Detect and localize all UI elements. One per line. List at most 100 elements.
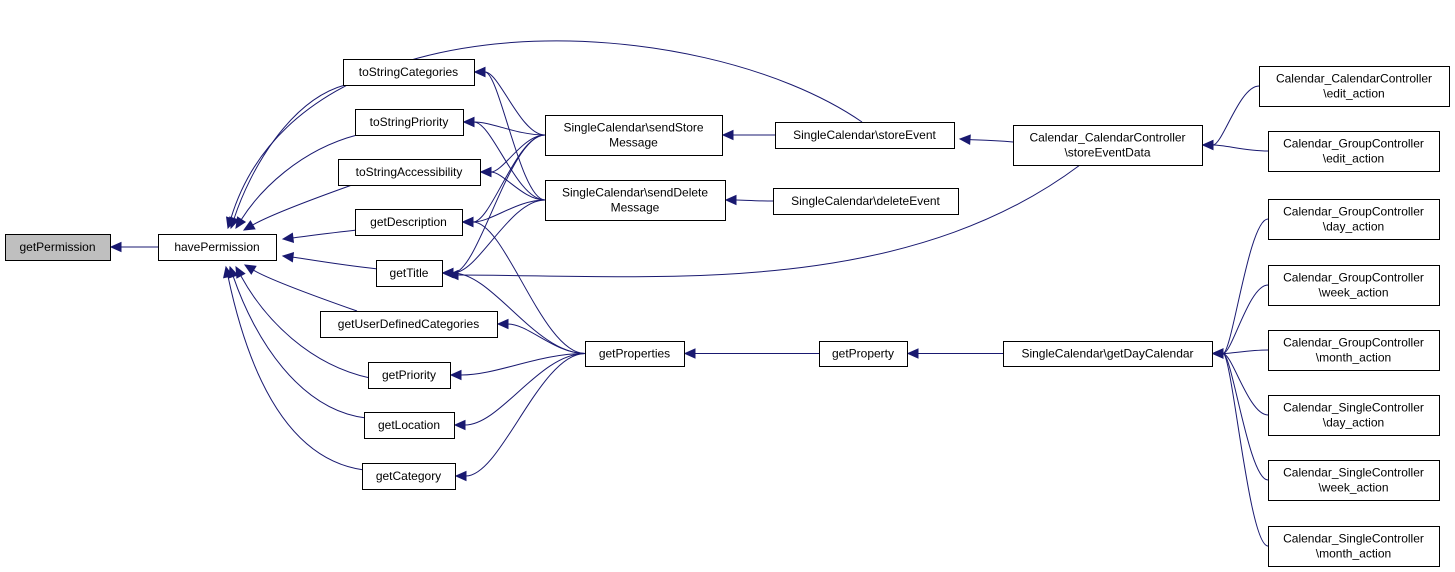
arrowhead-icon xyxy=(724,194,737,206)
node-label: SingleCalendar\storeEvent xyxy=(793,128,936,142)
edge-sendStoreMessage-to-toStringPriority xyxy=(462,116,546,136)
node-box xyxy=(364,412,455,439)
edge-getProperties-to-getCategory xyxy=(454,353,586,482)
arrowhead-icon xyxy=(281,232,295,244)
node-label: toStringPriority xyxy=(370,115,449,129)
node-label: \week_action xyxy=(1318,286,1388,300)
node-getCategory[interactable]: getCategory xyxy=(362,463,456,490)
arrowhead-icon xyxy=(721,129,734,141)
edge-line xyxy=(1212,85,1260,146)
node-label: \day_action xyxy=(1323,220,1384,234)
node-getUserDefinedCategories[interactable]: getUserDefinedCategories xyxy=(320,311,498,338)
node-getTitle[interactable]: getTitle xyxy=(376,260,443,287)
edge-line xyxy=(452,199,546,274)
node-box xyxy=(1003,341,1213,367)
node-box xyxy=(775,122,955,149)
edge-line xyxy=(232,276,367,419)
arrowhead-icon xyxy=(223,265,234,279)
node-groupDayAction[interactable]: Calendar_GroupController\day_action xyxy=(1268,199,1440,240)
edge-sendDeleteMessage-to-toStringCategories xyxy=(473,66,546,201)
node-deleteEvent[interactable]: SingleCalendar\deleteEvent xyxy=(773,188,959,215)
edge-getCategory-to-havePermission xyxy=(223,265,365,471)
node-getPriority[interactable]: getPriority xyxy=(368,362,451,389)
node-label: SingleCalendar\sendDelete xyxy=(562,186,708,200)
arrowhead-icon xyxy=(235,216,247,230)
arrowhead-icon xyxy=(496,318,509,330)
node-label: SingleCalendar\getDayCalendar xyxy=(1021,347,1193,361)
edge-toStringPriority-to-havePermission xyxy=(235,134,358,230)
node-havePermission[interactable]: havePermission xyxy=(158,234,277,261)
node-toStringCategories[interactable]: toStringCategories xyxy=(343,59,475,86)
edge-singleWeekAction-to-getDayCalendar xyxy=(1211,348,1269,481)
node-storeEventData[interactable]: Calendar_CalendarController\storeEventDa… xyxy=(1013,125,1203,166)
node-label: getPriority xyxy=(382,368,436,382)
node-calEditAction[interactable]: Calendar_CalendarController\edit_action xyxy=(1259,66,1450,107)
node-box xyxy=(343,59,475,86)
edge-line xyxy=(465,353,586,477)
node-getDayCalendar[interactable]: SingleCalendar\getDayCalendar xyxy=(1003,341,1213,367)
edge-getDescription-to-havePermission xyxy=(281,229,358,244)
edge-line xyxy=(1222,353,1269,481)
edge-line xyxy=(233,84,346,219)
node-getPermission[interactable]: getPermission xyxy=(5,234,111,261)
arrowhead-icon xyxy=(235,265,246,279)
node-groupWeekAction[interactable]: Calendar_GroupController\week_action xyxy=(1268,265,1440,306)
node-box xyxy=(355,209,463,236)
arrowhead-icon xyxy=(906,348,919,359)
node-toStringPriority[interactable]: toStringPriority xyxy=(355,109,464,136)
node-label: Calendar_CalendarController xyxy=(1029,131,1185,145)
node-getProperty[interactable]: getProperty xyxy=(819,341,908,367)
arrowhead-icon xyxy=(243,264,257,275)
node-storeEvent[interactable]: SingleCalendar\storeEvent xyxy=(775,122,955,149)
arrowhead-icon xyxy=(473,66,486,78)
node-getProperties[interactable]: getProperties xyxy=(585,341,685,367)
node-box xyxy=(1259,66,1450,107)
node-label: \month_action xyxy=(1316,351,1391,365)
edge-storeEventData-to-storeEvent xyxy=(958,134,1014,145)
arrowhead-icon xyxy=(281,251,295,263)
arrowhead-icon xyxy=(225,216,237,230)
node-label: Calendar_SingleController xyxy=(1283,466,1424,480)
arrowhead-icon xyxy=(1201,139,1214,151)
node-singleWeekAction[interactable]: Calendar_SingleController\week_action xyxy=(1268,460,1440,501)
node-box xyxy=(1268,330,1440,371)
edge-groupWeekAction-to-getDayCalendar xyxy=(1211,284,1269,359)
node-singleDayAction[interactable]: Calendar_SingleController\day_action xyxy=(1268,395,1440,436)
arrowhead-icon xyxy=(461,216,474,228)
edge-getProperties-to-getUserDefinedCategories xyxy=(496,318,586,354)
edge-line xyxy=(490,134,546,173)
edge-getDayCalendar-to-getProperty xyxy=(906,348,1003,359)
node-singleMonthAction[interactable]: Calendar_SingleController\month_action xyxy=(1268,526,1440,567)
arrowhead-icon xyxy=(449,369,462,381)
edge-line xyxy=(1222,353,1269,547)
node-groupMonthAction[interactable]: Calendar_GroupController\month_action xyxy=(1268,330,1440,371)
node-label: \edit_action xyxy=(1323,152,1384,166)
node-label: getProperties xyxy=(599,347,670,361)
node-label: \week_action xyxy=(1318,481,1388,495)
node-label: getCategory xyxy=(376,469,441,483)
node-box xyxy=(158,234,277,261)
node-box xyxy=(1013,125,1203,166)
edge-line xyxy=(473,121,546,201)
node-box xyxy=(362,463,456,490)
edge-havePermission-to-getPermission xyxy=(109,241,158,253)
edge-toStringAccessibility-to-havePermission xyxy=(242,184,353,231)
node-label: getUserDefinedCategories xyxy=(338,317,479,331)
node-getLocation[interactable]: getLocation xyxy=(364,412,455,439)
edge-sendDeleteMessage-to-toStringAccessibility xyxy=(479,166,546,201)
edge-sendDeleteMessage-to-toStringPriority xyxy=(462,116,546,201)
node-label: getLocation xyxy=(378,418,440,432)
node-getDescription[interactable]: getDescription xyxy=(355,209,463,236)
edge-sendStoreMessage-to-toStringCategories xyxy=(473,66,546,136)
edge-storeEventData-to-getTitle xyxy=(446,164,1081,281)
node-toStringAccessibility[interactable]: toStringAccessibility xyxy=(338,159,481,186)
arrowhead-icon xyxy=(109,241,122,253)
edge-groupEditAction-to-storeEventData xyxy=(1201,139,1269,152)
node-groupEditAction[interactable]: Calendar_GroupController\edit_action xyxy=(1268,131,1440,172)
node-box xyxy=(1268,265,1440,306)
edge-line xyxy=(1222,284,1269,354)
node-box xyxy=(545,180,726,221)
